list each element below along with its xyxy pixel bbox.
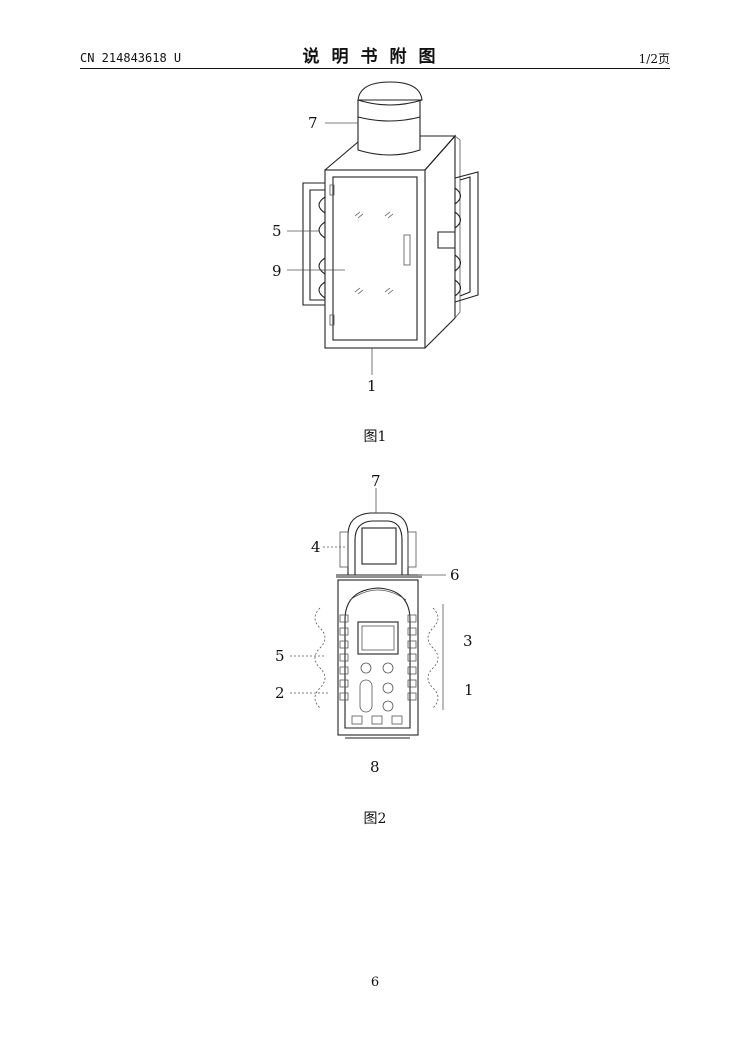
page-indicator: 1/2页 [638, 52, 670, 66]
label-8: 8 [370, 758, 380, 776]
header-divider [80, 68, 670, 69]
plate [336, 574, 422, 578]
top-housing [339, 512, 417, 575]
publication-number: CN 214843618 U [80, 51, 182, 65]
label-5: 5 [272, 222, 282, 240]
figure-2-caption: 图2 [363, 811, 387, 827]
left-bracket [302, 182, 326, 306]
label-2: 2 [275, 684, 285, 702]
top-dome [357, 81, 423, 156]
figure-1-drawing: 7 5 9 1 [272, 81, 479, 395]
label-9: 9 [272, 262, 282, 280]
label-5: 5 [275, 647, 285, 665]
side-brackets [314, 607, 439, 709]
page-title: 说明书附图 [302, 47, 448, 67]
right-bracket [437, 171, 479, 303]
label-7: 7 [308, 114, 318, 132]
page-number: 6 [370, 975, 380, 990]
label-7: 7 [371, 472, 381, 490]
label-3: 3 [463, 632, 473, 650]
label-1: 1 [464, 681, 474, 699]
label-1: 1 [367, 377, 377, 395]
cabinet-top-view [337, 579, 419, 739]
label-6: 6 [450, 566, 460, 584]
label-4: 4 [311, 538, 321, 556]
cabinet-body [324, 134, 461, 349]
figure-1-caption: 图1 [363, 429, 387, 445]
figure-2-drawing: 7 4 6 5 3 2 1 8 [275, 472, 474, 776]
